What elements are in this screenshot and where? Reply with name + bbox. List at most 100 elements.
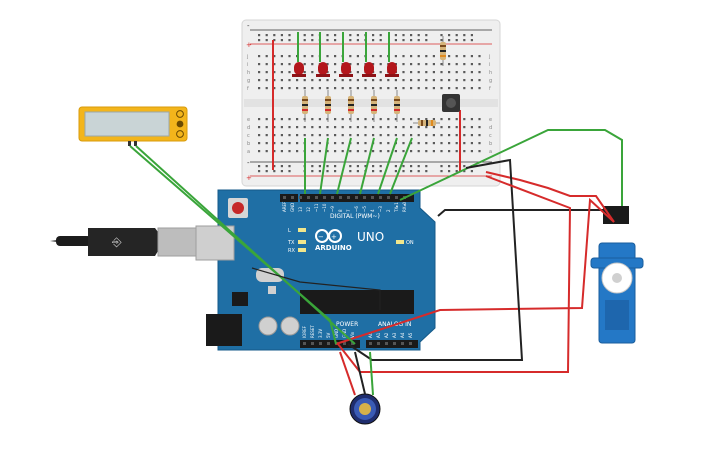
breadboard-hole[interactable] [258,63,261,66]
breadboard-hole[interactable] [326,79,329,82]
resistor-1[interactable] [302,90,308,122]
breadboard-hole[interactable] [334,134,337,137]
wire-black-pot[interactable] [354,351,366,395]
breadboard-hole[interactable] [440,134,443,137]
breadboard-hole[interactable] [364,79,367,82]
breadboard-rail-hole[interactable] [334,165,337,168]
breadboard-hole[interactable] [265,71,268,74]
breadboard-hole[interactable] [280,63,283,66]
breadboard-rail-hole[interactable] [258,170,261,173]
breadboard-rail-hole[interactable] [265,34,268,37]
breadboard-hole[interactable] [478,150,481,153]
breadboard-hole[interactable] [394,55,397,58]
breadboard-hole[interactable] [311,55,314,58]
breadboard-hole[interactable] [455,55,458,58]
breadboard-hole[interactable] [470,63,473,66]
breadboard-rail-hole[interactable] [356,165,359,168]
breadboard-hole[interactable] [455,79,458,82]
breadboard-hole[interactable] [288,126,291,129]
breadboard-rail-hole[interactable] [448,34,451,37]
breadboard-hole[interactable] [417,79,420,82]
breadboard-hole[interactable] [387,126,390,129]
breadboard-hole[interactable] [364,142,367,145]
breadboard-hole[interactable] [387,87,390,90]
wire-green-lcd-signal-2[interactable] [135,145,356,345]
led-3[interactable] [339,62,353,77]
wire-black-thin[interactable] [251,267,381,310]
breadboard-rail-hole[interactable] [326,165,329,168]
resistor-4[interactable] [371,90,377,122]
breadboard-hole[interactable] [470,134,473,137]
breadboard-hole[interactable] [372,118,375,121]
breadboard-hole[interactable] [303,79,306,82]
breadboard-rail-hole[interactable] [463,39,466,42]
breadboard-rail-hole[interactable] [349,34,352,37]
breadboard-hole[interactable] [470,142,473,145]
breadboard-hole[interactable] [296,142,299,145]
breadboard-rail-hole[interactable] [258,34,261,37]
breadboard-rail-hole[interactable] [311,39,314,42]
breadboard-hole[interactable] [296,134,299,137]
breadboard-rail-hole[interactable] [273,165,276,168]
breadboard-hole[interactable] [402,134,405,137]
breadboard-hole[interactable] [364,150,367,153]
analog-pin[interactable] [385,342,388,345]
breadboard-hole[interactable] [288,142,291,145]
breadboard-hole[interactable] [258,126,261,129]
breadboard-hole[interactable] [273,55,276,58]
breadboard-hole[interactable] [394,134,397,137]
breadboard-rail-hole[interactable] [402,34,405,37]
breadboard-rail-hole[interactable] [288,39,291,42]
breadboard-hole[interactable] [387,150,390,153]
breadboard-rail-hole[interactable] [448,39,451,42]
breadboard-hole[interactable] [349,150,352,153]
power-pin[interactable] [319,342,322,345]
breadboard-hole[interactable] [455,71,458,74]
breadboard-hole[interactable] [387,134,390,137]
led-5[interactable] [385,62,399,77]
breadboard-hole[interactable] [470,79,473,82]
breadboard-hole[interactable] [425,79,428,82]
wire-black-servo-ground[interactable] [437,209,608,217]
breadboard-rail-hole[interactable] [265,165,268,168]
breadboard-hole[interactable] [455,87,458,90]
breadboard-hole[interactable] [478,142,481,145]
breadboard-hole[interactable] [296,118,299,121]
breadboard-hole[interactable] [334,55,337,58]
breadboard-rail-hole[interactable] [417,39,420,42]
breadboard-rail-hole[interactable] [356,170,359,173]
breadboard-hole[interactable] [379,126,382,129]
breadboard-rail-hole[interactable] [372,34,375,37]
breadboard-hole[interactable] [478,79,481,82]
breadboard-rail-hole[interactable] [402,39,405,42]
breadboard-hole[interactable] [425,142,428,145]
breadboard-hole[interactable] [394,87,397,90]
breadboard-rail-hole[interactable] [379,165,382,168]
breadboard-rail-hole[interactable] [394,39,397,42]
breadboard-hole[interactable] [258,71,261,74]
breadboard-hole[interactable] [432,71,435,74]
breadboard-hole[interactable] [478,63,481,66]
led-1[interactable] [292,62,306,77]
breadboard-hole[interactable] [311,71,314,74]
breadboard-hole[interactable] [258,134,261,137]
breadboard-hole[interactable] [425,118,428,121]
breadboard-hole[interactable] [478,126,481,129]
breadboard-hole[interactable] [296,150,299,153]
digital-pin[interactable] [307,196,310,199]
breadboard-hole[interactable] [258,87,261,90]
breadboard-rail-hole[interactable] [417,170,420,173]
breadboard-hole[interactable] [417,55,420,58]
breadboard-hole[interactable] [417,87,420,90]
breadboard-hole[interactable] [258,118,261,121]
breadboard-hole[interactable] [296,126,299,129]
breadboard-hole[interactable] [432,134,435,137]
breadboard-hole[interactable] [379,118,382,121]
breadboard-hole[interactable] [280,55,283,58]
resistor-3[interactable] [348,90,354,122]
breadboard-hole[interactable] [440,87,443,90]
breadboard-hole[interactable] [341,79,344,82]
digital-pin[interactable] [355,196,358,199]
breadboard-hole[interactable] [448,142,451,145]
breadboard-rail-hole[interactable] [372,170,375,173]
